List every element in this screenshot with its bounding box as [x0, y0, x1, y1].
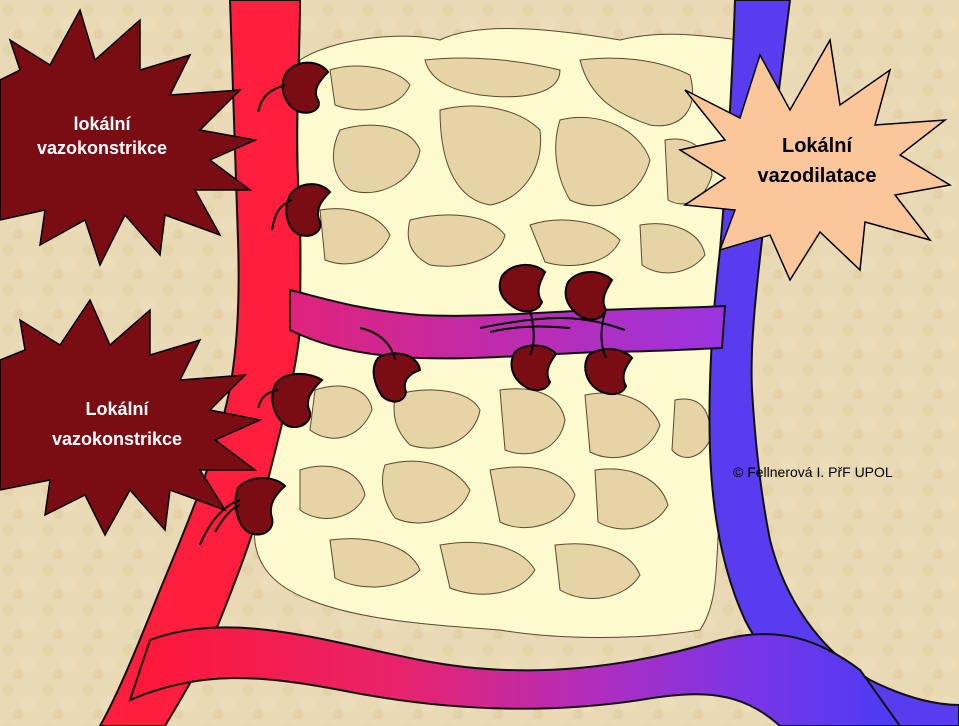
copyright-credit: © Fellnerová I. PřF UPOL	[733, 464, 893, 480]
burst-dilation-line2: vazodilatace	[758, 165, 877, 187]
burst-bottom-line1: Lokální	[85, 399, 149, 419]
burst-dilation-line1: Lokální	[782, 135, 853, 157]
burst-top-line2: vazokonstrikce	[37, 138, 167, 158]
burst-top-line1: lokální	[73, 114, 131, 134]
burst-bottom-line2: vazokonstrikce	[52, 429, 182, 449]
